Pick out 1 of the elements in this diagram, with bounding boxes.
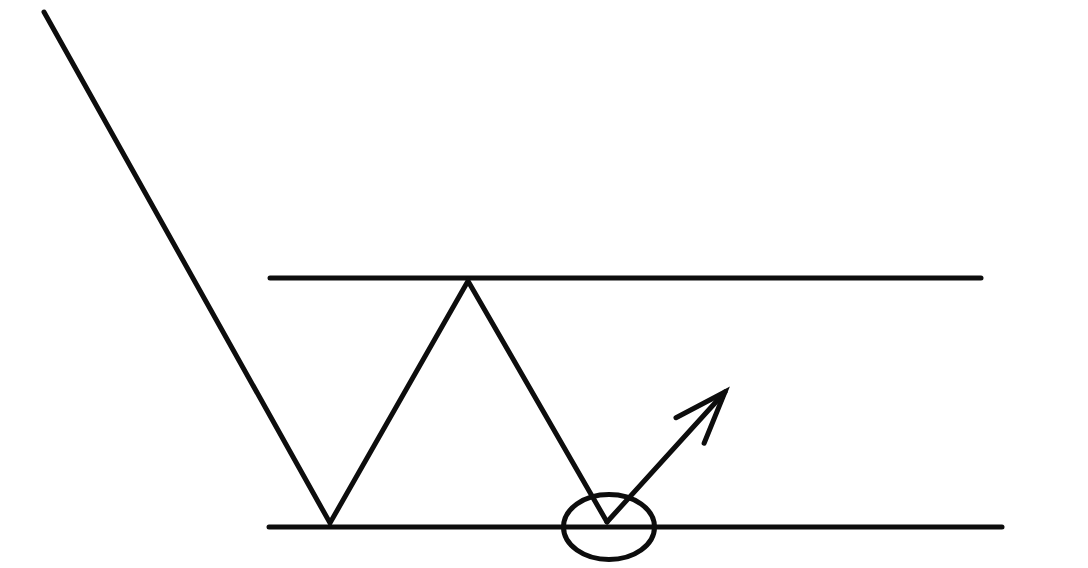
highlight-ellipse [561, 492, 657, 562]
